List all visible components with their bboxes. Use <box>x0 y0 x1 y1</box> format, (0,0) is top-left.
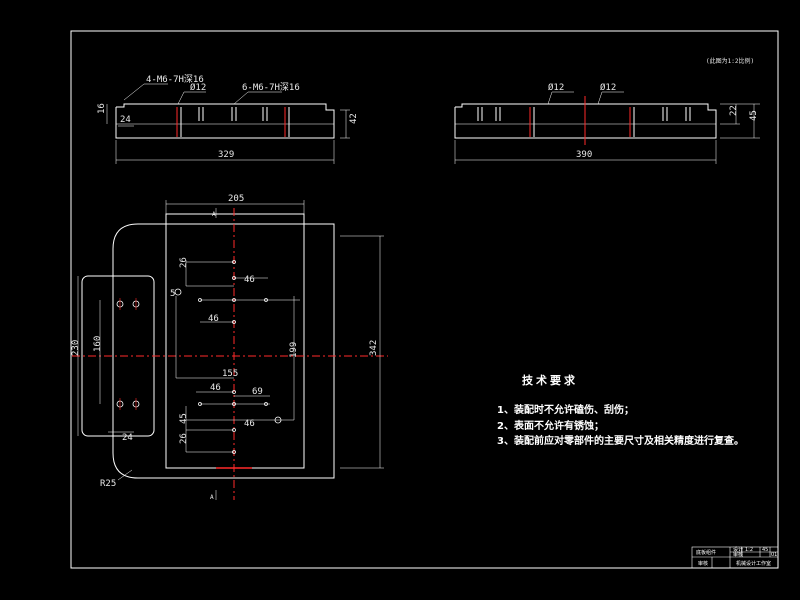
title-block-material: 45 <box>762 547 768 553</box>
title-block <box>691 546 779 569</box>
tech-req-heading: 技术要求 <box>522 373 578 387</box>
dim-46-c: 46 <box>210 383 221 393</box>
dim-46-d: 46 <box>244 419 255 429</box>
left-plate-offset-24: 24 <box>122 433 133 443</box>
plan-view <box>72 200 388 500</box>
plan-height-199: 199 <box>289 342 299 358</box>
tech-req-item-1: 1、装配时不允许磕伤、刮伤； <box>497 403 634 416</box>
tech-req-item-3: 3、装配前应对零部件的主要尺寸及相关精度进行复查。 <box>497 434 744 447</box>
dim-26-bottom: 26 <box>179 433 189 444</box>
dim-26-top: 26 <box>179 257 189 268</box>
bore-dim-right-1: Ø12 <box>548 82 564 93</box>
dim-46-a: 46 <box>244 275 255 285</box>
dim-45: 45 <box>179 413 189 424</box>
section-mark-bottom: A <box>210 494 214 501</box>
title-block-scale: 1:2 <box>745 547 753 553</box>
plan-width-205: 205 <box>228 194 244 204</box>
dim-5: 5 <box>170 289 175 299</box>
section-mark-top: A <box>212 211 216 218</box>
bore-dim-right-2: Ø12 <box>600 82 616 93</box>
hole-callout-4m6: 4-M6-7H深16 <box>146 74 204 85</box>
dim-46-b: 46 <box>208 314 219 324</box>
title-block-designer: 设计 <box>733 546 743 553</box>
top-right-view <box>454 91 760 164</box>
bore-dim-left: Ø12 <box>190 82 206 93</box>
height-dim-16: 16 <box>97 103 107 114</box>
height-dim-42: 42 <box>349 113 359 124</box>
length-dim-390: 390 <box>576 150 592 160</box>
dim-155: 155 <box>222 369 238 379</box>
title-block-drawing-no: 01 <box>771 552 777 558</box>
title-block-part-name: 底板组件 <box>696 549 716 556</box>
left-plate-pitch-160: 160 <box>93 336 103 352</box>
height-dim-45: 45 <box>749 110 759 121</box>
left-plate-height-230: 230 <box>71 340 81 356</box>
height-dim-22: 22 <box>729 105 739 116</box>
tech-req-item-2: 2、表面不允许有锈蚀； <box>497 419 604 432</box>
title-block-checker: 审核 <box>733 551 743 558</box>
dim-69: 69 <box>252 387 263 397</box>
drawing-border <box>70 30 779 569</box>
title-block-company: 机械设计工作室 <box>736 560 771 567</box>
scale-note: (此图为1:2比例) <box>706 57 754 65</box>
title-block-signature: 审核 <box>698 560 708 567</box>
radius-r25: R25 <box>100 479 116 489</box>
offset-dim-24: 24 <box>120 115 131 125</box>
top-left-view <box>106 83 350 164</box>
plan-height-342: 342 <box>369 340 379 356</box>
length-dim-329: 329 <box>218 150 234 160</box>
hole-callout-6m6: 6-M6-7H深16 <box>242 82 300 93</box>
